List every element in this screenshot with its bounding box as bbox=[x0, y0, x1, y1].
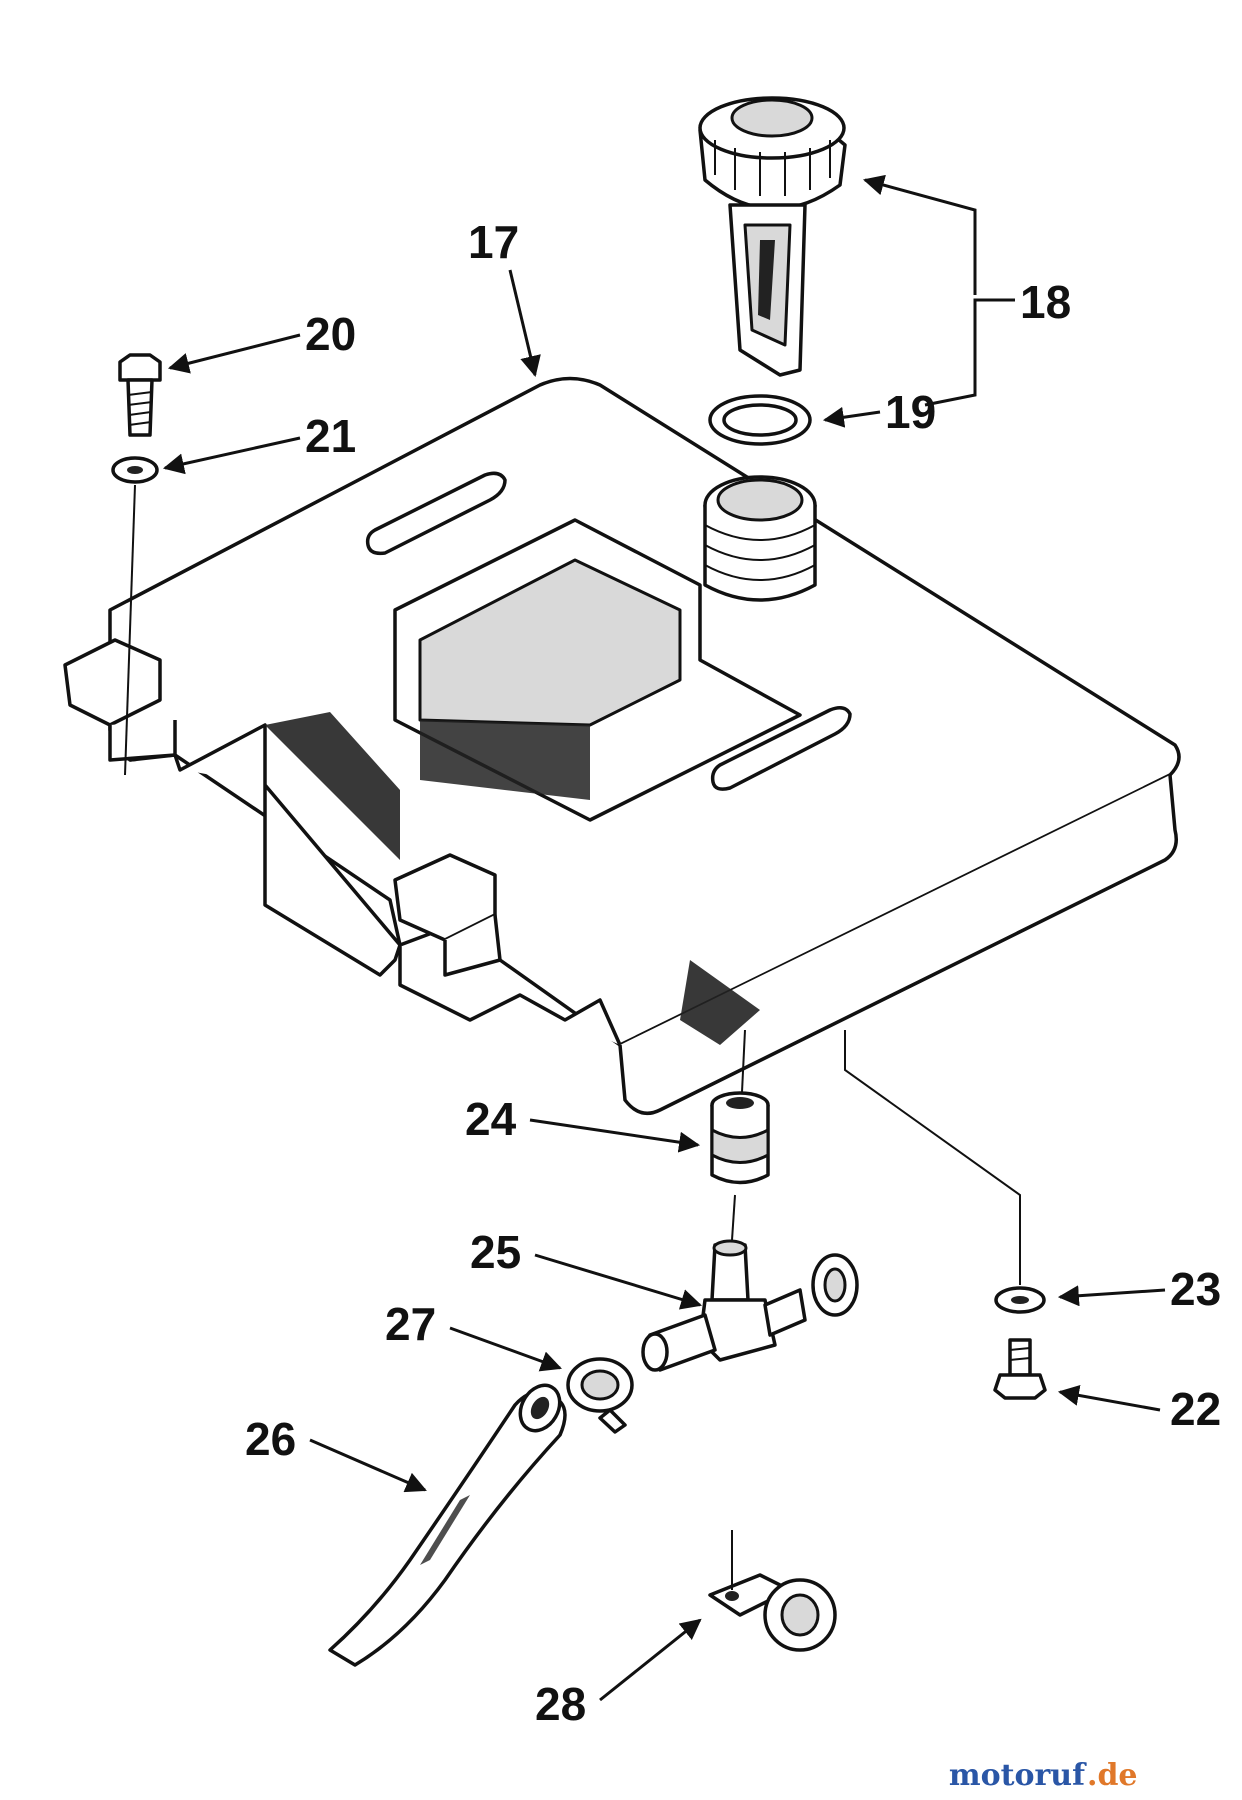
watermark-suffix: .de bbox=[1087, 1758, 1138, 1793]
watermark-logo: motoruf .de bbox=[949, 1758, 1138, 1793]
washer-21 bbox=[111, 456, 159, 484]
bolt-20-centerline bbox=[124, 484, 136, 776]
callout-25: 25 bbox=[470, 1226, 521, 1278]
callout-28: 28 bbox=[535, 1678, 586, 1730]
gasket bbox=[708, 394, 812, 446]
callout-23: 23 bbox=[1170, 1263, 1221, 1315]
hose-clip-28 bbox=[708, 1573, 837, 1652]
fitting-24 bbox=[710, 1091, 770, 1185]
callout-17: 17 bbox=[468, 216, 519, 268]
fitting-24-centerline bbox=[741, 1029, 746, 1093]
callout-19: 19 bbox=[885, 386, 936, 438]
bolt-22-centerline bbox=[844, 1030, 1021, 1285]
hose-clamp-27 bbox=[566, 1357, 634, 1434]
fuel-tank bbox=[63, 376, 1181, 1116]
watermark-text: motoruf bbox=[949, 1758, 1087, 1793]
fitting-25-centerline bbox=[731, 1194, 736, 1241]
leader-lines bbox=[162, 174, 1166, 1702]
callout-24: 24 bbox=[465, 1093, 517, 1145]
bolt-20 bbox=[118, 353, 162, 437]
callout-26: 26 bbox=[245, 1413, 296, 1465]
callout-18: 18 bbox=[1020, 276, 1071, 328]
callout-27: 27 bbox=[385, 1298, 436, 1350]
washer-23 bbox=[994, 1286, 1046, 1314]
callout-20: 20 bbox=[305, 308, 356, 360]
bolt-22 bbox=[993, 1338, 1047, 1400]
fuel-cap-gauge bbox=[698, 96, 847, 377]
shutoff-valve-25 bbox=[641, 1239, 859, 1372]
callout-22: 22 bbox=[1170, 1383, 1221, 1435]
callout-21: 21 bbox=[305, 410, 356, 462]
fuel-hose-26 bbox=[328, 1383, 567, 1667]
